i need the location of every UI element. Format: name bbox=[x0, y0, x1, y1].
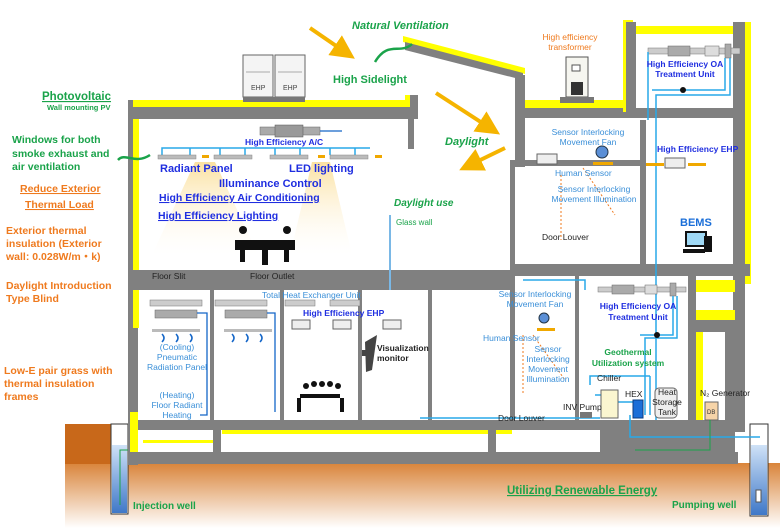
building-structure bbox=[128, 20, 751, 465]
storage-tank-icon bbox=[654, 387, 678, 419]
wall-pv-label: Wall mounting PV bbox=[47, 103, 110, 112]
cooling-airflow-icon bbox=[161, 333, 193, 343]
office-workers-icon bbox=[235, 226, 295, 265]
hex-label: HEX bbox=[625, 389, 643, 399]
light-cone bbox=[290, 162, 352, 255]
right-upper-equipment bbox=[536, 145, 712, 253]
ac-unit-icon bbox=[259, 124, 321, 138]
n2-generator-icon bbox=[704, 401, 719, 421]
natural-ventilation-label: Natural Ventilation bbox=[352, 20, 449, 32]
ventilation-arrow-icon bbox=[373, 42, 413, 63]
photovoltaic-label: Photovoltaic bbox=[42, 91, 112, 103]
chiller-label: Chiller bbox=[597, 373, 621, 383]
ehp-unit-label: EHP bbox=[251, 85, 266, 92]
meeting-people-icon bbox=[297, 381, 344, 412]
floor-outlet-label: Floor Outlet bbox=[250, 271, 295, 281]
pumping-well bbox=[749, 423, 769, 517]
led-light bbox=[202, 155, 209, 158]
ground-left-block bbox=[65, 424, 113, 464]
plant-equipment: DB bbox=[420, 312, 760, 451]
pump-icon bbox=[580, 412, 592, 418]
fan-icon bbox=[595, 145, 609, 159]
led-lighting-label: LED lighting bbox=[289, 163, 354, 175]
human-sensor-label: Human Sensor bbox=[483, 333, 540, 343]
door-louver-label: Door Louver bbox=[542, 232, 589, 242]
daylight-arrows bbox=[308, 26, 506, 171]
glass-wall-label: Glass wall bbox=[396, 218, 433, 227]
injection-well bbox=[110, 423, 129, 515]
pumping-well-label: Pumping well bbox=[672, 500, 737, 511]
office-ceiling-system bbox=[157, 124, 382, 160]
oa-treatment-unit-icon bbox=[523, 279, 687, 415]
hvac-link[interactable]: High Efficiency Air Conditioning bbox=[159, 192, 320, 204]
injection-well-label: Injection well bbox=[133, 501, 196, 512]
computer-icon bbox=[683, 231, 712, 253]
radiant-panel-label: Radiant Panel bbox=[160, 163, 233, 175]
inv-pump-label: INV Pump bbox=[563, 402, 602, 412]
transformer-icon bbox=[560, 56, 594, 103]
illuminance-control-label: Illuminance Control bbox=[219, 178, 322, 190]
cooling-airflow-icon bbox=[231, 333, 263, 343]
human-sensor-label: Human Sensor bbox=[555, 168, 612, 178]
ehp-label: High Efficiency EHP bbox=[657, 144, 739, 154]
daylight-label: Daylight bbox=[445, 136, 490, 148]
n2-generator-label: N₂ Generator bbox=[700, 388, 750, 398]
daylight-use-label: Daylight use bbox=[394, 198, 454, 209]
high-sidelight-label: High Sidelight bbox=[333, 74, 407, 86]
fan-icon bbox=[538, 312, 550, 324]
lower-left-equipment bbox=[149, 226, 402, 416]
ac-label: High Efficiency A/C bbox=[245, 137, 323, 147]
ehp-label: High Efficiency EHP bbox=[303, 308, 385, 318]
floor-slit-label: Floor Slit bbox=[152, 271, 186, 281]
rooftop-ehp-units: EHP EHP bbox=[242, 54, 306, 102]
led-light bbox=[375, 155, 382, 158]
oa-treatment-unit-icon bbox=[647, 43, 741, 420]
door-louver-label: Door Louver bbox=[498, 413, 545, 423]
ground bbox=[65, 463, 780, 528]
lighting-link[interactable]: High Efficiency Lighting bbox=[158, 210, 278, 222]
light-cone bbox=[152, 162, 258, 255]
n2-display: DB bbox=[707, 410, 715, 416]
hex-icon bbox=[632, 399, 644, 419]
ehp-unit-label: EHP bbox=[283, 85, 298, 92]
renewable-energy-label: Utilizing Renewable Energy bbox=[507, 485, 658, 497]
visualization-monitor-icon bbox=[362, 335, 377, 372]
chiller-icon bbox=[600, 389, 619, 419]
bems-label: BEMS bbox=[680, 217, 712, 229]
window-airflow-icon bbox=[117, 153, 151, 161]
total-heat-exchanger-label: Total Heat Exchanger Unit bbox=[262, 290, 361, 300]
led-light bbox=[318, 155, 325, 158]
